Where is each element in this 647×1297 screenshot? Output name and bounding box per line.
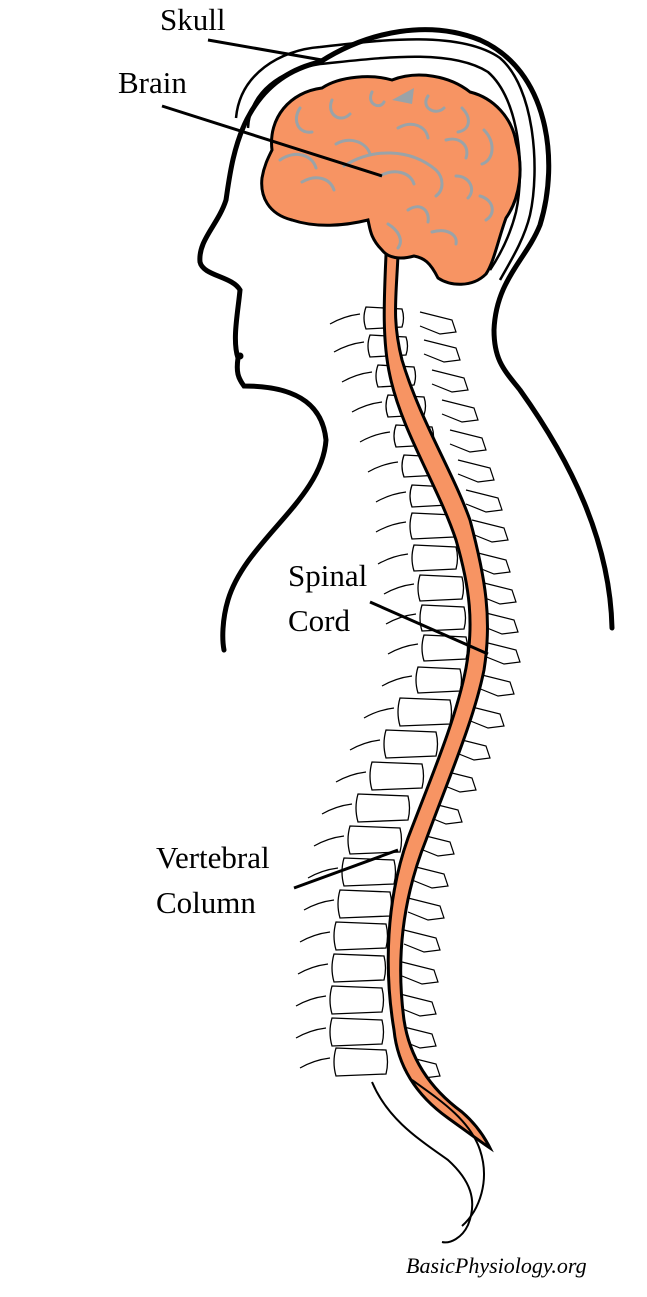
spinal-nerve-root [367, 461, 399, 473]
spinal-nerve-root [299, 1057, 331, 1069]
spinous-process [465, 489, 503, 513]
spinal-nerve-root [295, 995, 327, 1007]
vertebra-body [419, 604, 467, 632]
vertebra-body [415, 666, 463, 694]
back-of-head-outline [317, 27, 615, 631]
spinous-process [401, 961, 439, 985]
spinal-nerve-root [363, 707, 395, 719]
spinous-process [411, 865, 449, 889]
vertebra-body [383, 729, 439, 759]
site-credit: BasicPhysiology.org [406, 1253, 587, 1278]
spinous-process [423, 339, 461, 363]
spinal-nerve-root [381, 675, 413, 687]
spinal-nerve-root [375, 521, 407, 533]
spinal-nerve-root [303, 899, 335, 911]
vertebra-body [411, 544, 459, 572]
spinous-process [471, 519, 509, 543]
skull-inner-line [246, 55, 522, 271]
spinal-nerve-root [335, 771, 367, 783]
spinal-nerve-root [313, 835, 345, 847]
spinal-nerve-root [385, 613, 417, 625]
brain-ventricle [392, 88, 414, 104]
brain-gyri [278, 90, 494, 250]
spinous-process [483, 641, 521, 665]
spinous-process [467, 705, 505, 729]
vertebral-label-line1: Vertebral [156, 840, 270, 875]
spinal-nerve-root [329, 313, 361, 325]
vertebra-body [417, 574, 465, 602]
spinal-nerve-root [351, 401, 383, 413]
spinous-process [457, 459, 495, 483]
spinous-process [479, 581, 517, 605]
spinal-label-line2: Cord [288, 603, 351, 638]
spinal-nerve-root [299, 931, 331, 943]
spinal-nerve-root [349, 739, 381, 751]
vertebral-label-line2: Column [156, 885, 256, 920]
vertebral-column-leader-line [293, 848, 399, 890]
spinal-nerve-root [297, 963, 329, 975]
spinal-nerve-root [333, 341, 365, 353]
spinous-process [477, 673, 515, 697]
spinal-nerve-root [341, 371, 373, 383]
spinal-nerve-root [359, 431, 391, 443]
spinal-nerve-root [295, 1027, 327, 1039]
vertebra-body [347, 825, 403, 855]
skull-leader-line [207, 38, 323, 62]
lip-dot [236, 352, 244, 360]
spinal-nerve-root [383, 583, 415, 595]
spinous-process [419, 311, 457, 335]
brain [260, 73, 522, 286]
vertebra-body [333, 1047, 389, 1077]
spinal-cord-leader-line [369, 600, 489, 656]
vertebra-body [397, 697, 453, 727]
spinous-process [481, 611, 519, 635]
spinous-process [403, 929, 441, 953]
vertebra-body [355, 793, 411, 823]
spinal-nerve-root [321, 803, 353, 815]
skull-label: Skull [160, 2, 225, 37]
spinal-label-line1: Spinal [288, 558, 367, 593]
spinous-process [473, 551, 511, 575]
spinous-process [431, 369, 469, 393]
spinous-process [441, 399, 479, 423]
sacrum-outline [371, 1081, 474, 1244]
spinal-cord [382, 253, 494, 1153]
vertebra-body [331, 953, 387, 983]
coccyx-outline [411, 1079, 485, 1227]
spinal-nerve-root [387, 643, 419, 655]
vertebra-body [333, 921, 389, 951]
vertebra-body [421, 634, 469, 662]
brain-label: Brain [118, 65, 187, 100]
spinous-process [449, 429, 487, 453]
vertebra-body [329, 1017, 385, 1047]
spinal-nerve-root [377, 553, 409, 565]
vertebra-body [337, 889, 393, 919]
brain-leader-line [161, 104, 383, 178]
spinal-nerve-root [375, 491, 407, 503]
spinal-nerve-root [307, 867, 339, 879]
spinous-process [407, 897, 445, 921]
spinous-process [399, 993, 437, 1017]
vertebra-body [329, 985, 385, 1015]
vertebra-body [369, 761, 425, 791]
